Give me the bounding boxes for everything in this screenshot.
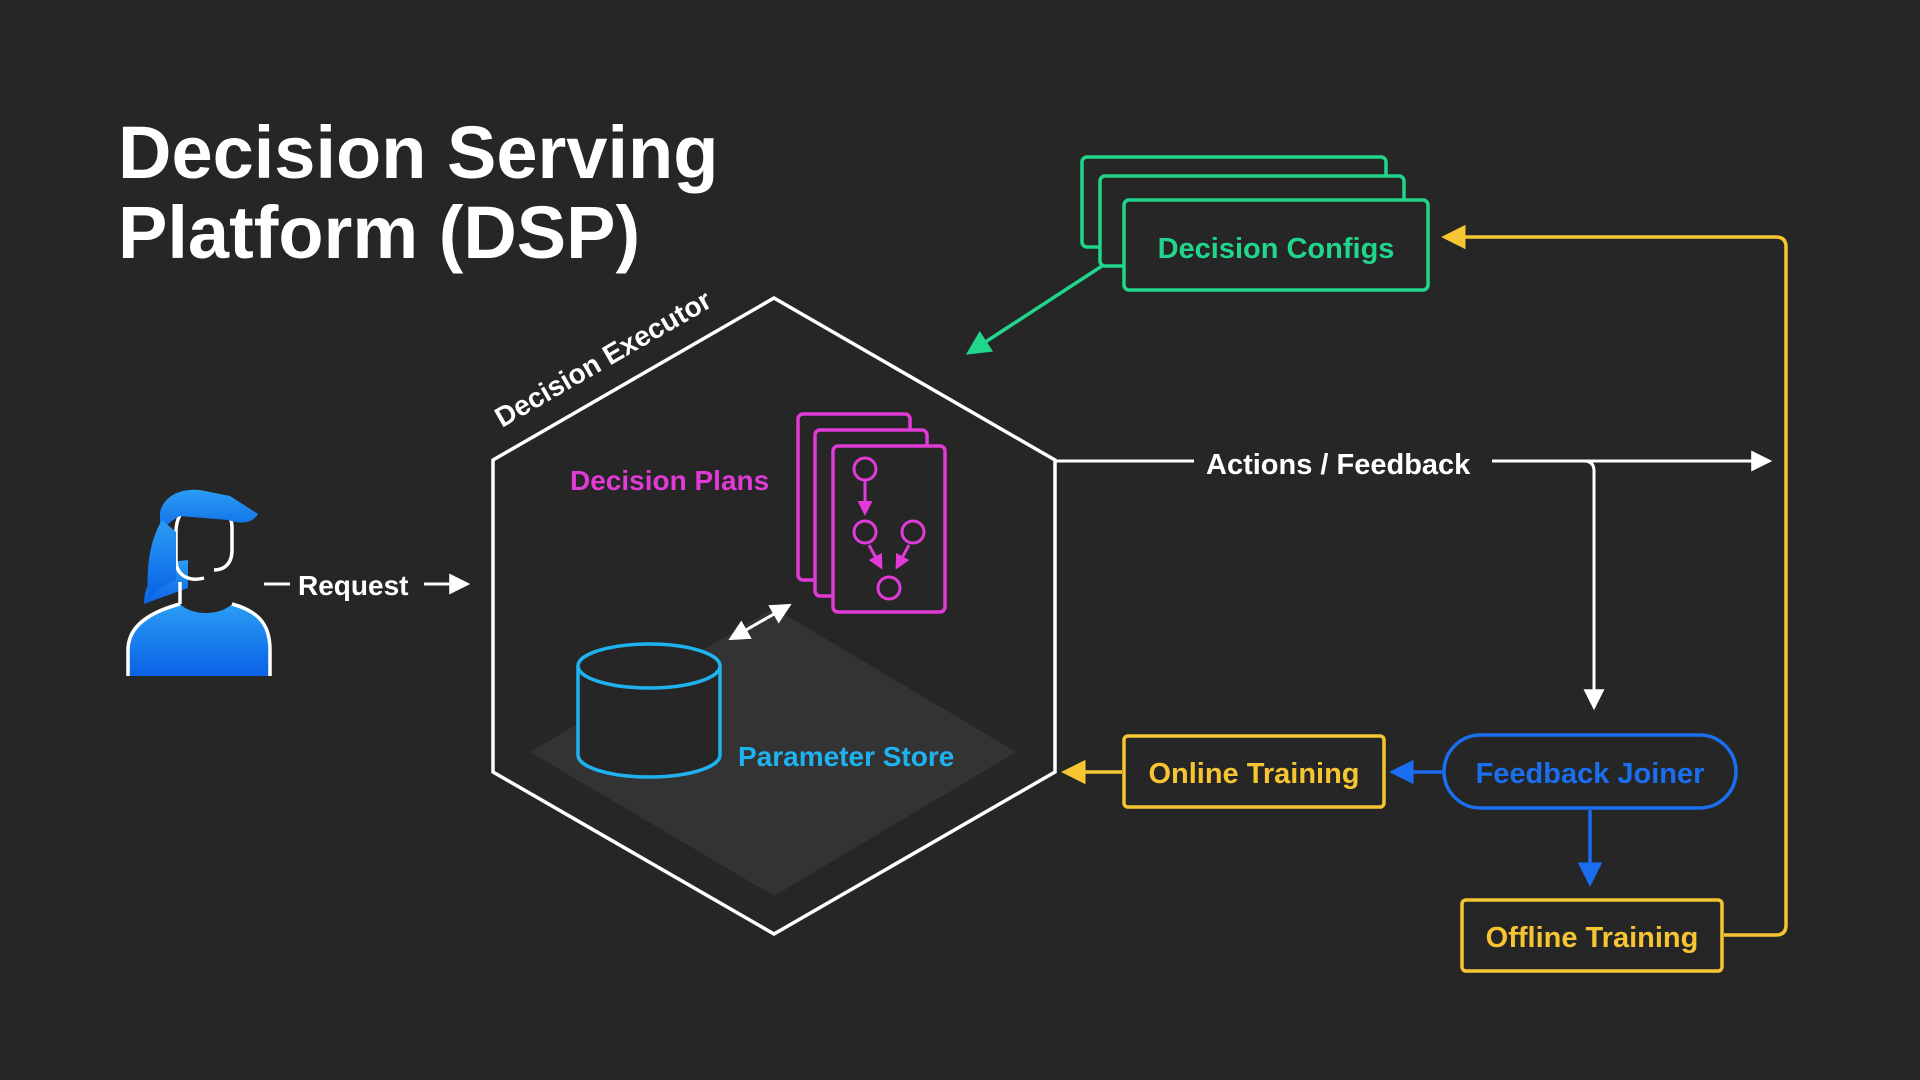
user-icon[interactable] [126,489,272,676]
database-icon[interactable] [576,642,722,779]
online-training-label: Online Training [1148,758,1359,790]
offline-training-box[interactable] [1460,898,1724,973]
offline-training-label: Offline Training [1486,922,1699,954]
parameter-store-platform [530,608,1016,896]
decision-plans-label: Decision Plans [570,465,769,496]
actions-feedback-label: Actions / Feedback [1206,449,1471,481]
feedback-joiner-box[interactable] [1442,733,1738,810]
parameter-store-label: Parameter Store [738,741,954,772]
feedback-joiner-label: Feedback Joiner [1476,758,1705,790]
title-line-2: Platform (DSP) [118,191,640,274]
title-line-1: Decision Serving [118,111,718,194]
decision-configs-label: Decision Configs [1158,233,1395,265]
offline-to-configs-arrow [1441,224,1788,937]
online-training-box[interactable] [1122,734,1386,809]
store-plans-sync-arrow [728,603,792,641]
config-stack-icon[interactable] [1080,155,1430,292]
configs-to-executor-arrow [965,264,1103,355]
actions-to-joiner-arrow [1583,459,1605,711]
request-label: Request [298,570,408,601]
plan-stack-icon[interactable] [796,412,947,614]
